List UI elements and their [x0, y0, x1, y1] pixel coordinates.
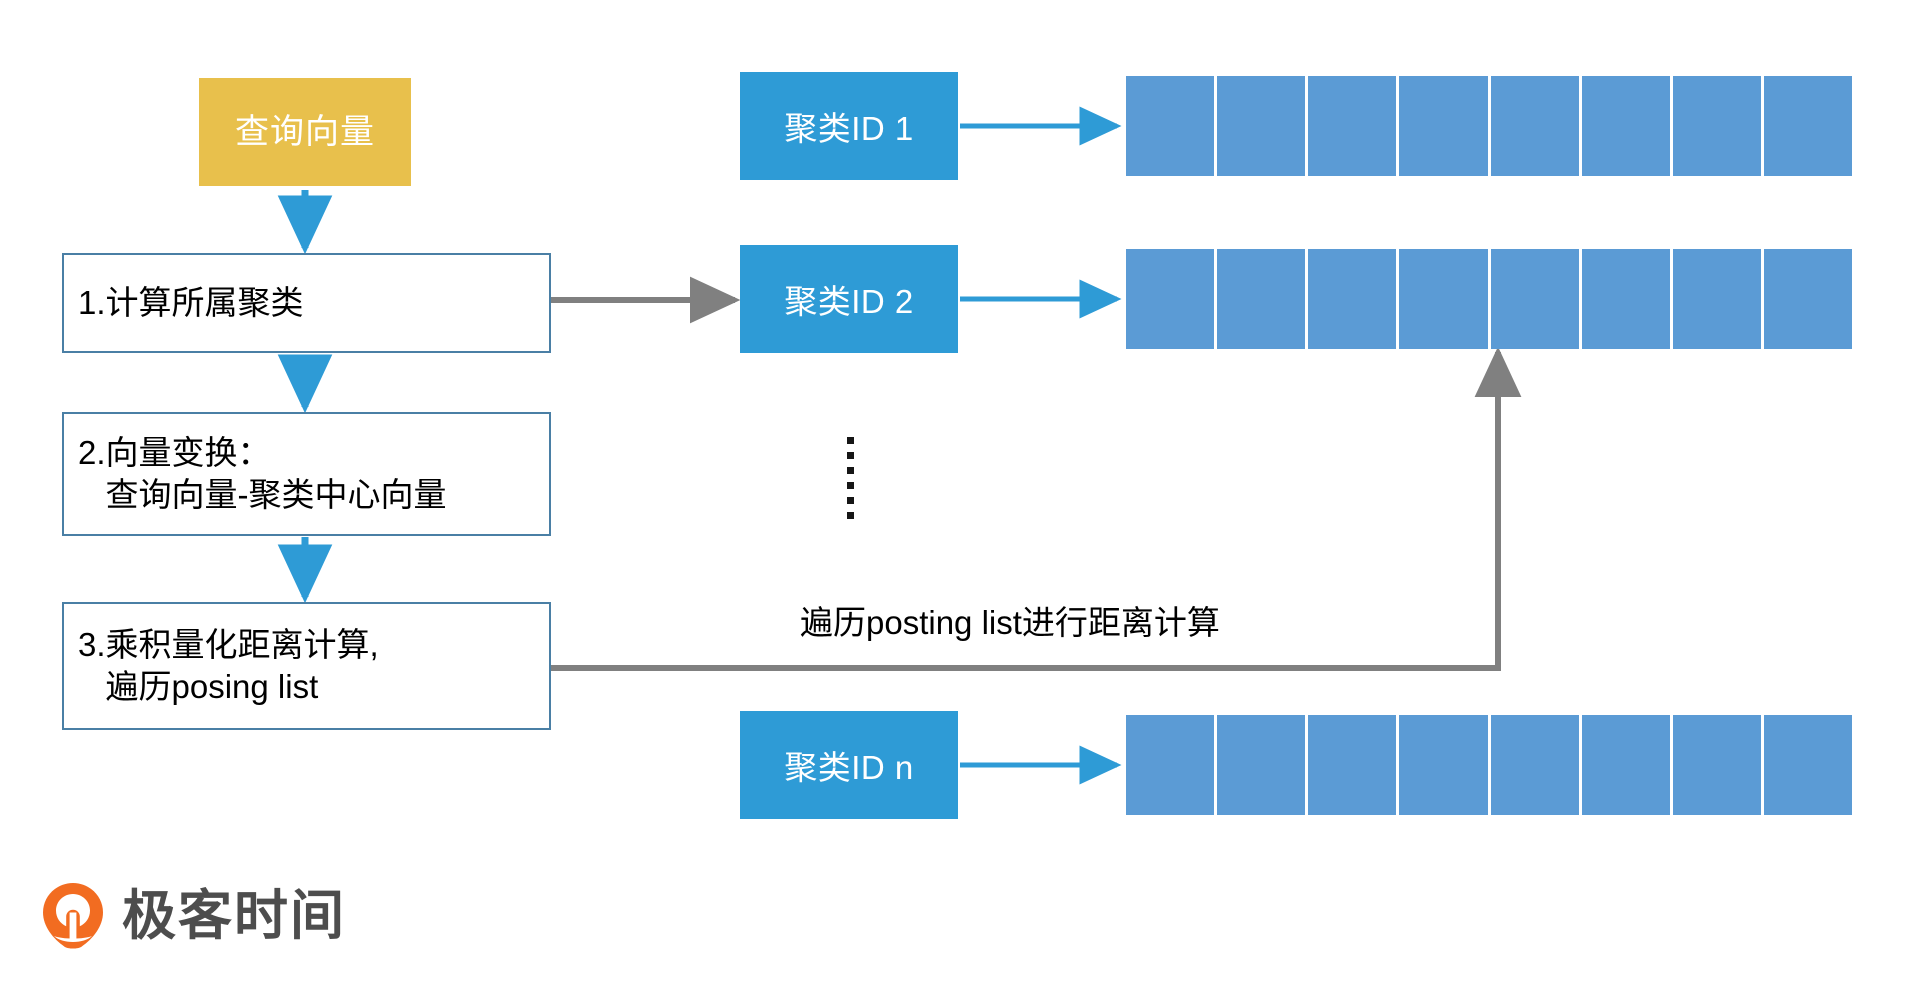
vertical-ellipsis-icon [845, 437, 855, 519]
posting-list-2[interactable] [1126, 249, 1852, 349]
cluster-id-box-2-label: 聚类ID 2 [784, 283, 914, 320]
geekbang-logo-icon [42, 882, 104, 950]
posting-cell[interactable] [1217, 249, 1306, 349]
posting-cell[interactable] [1126, 76, 1215, 176]
cluster-id-box-n-label: 聚类ID n [784, 749, 914, 786]
brand-logo: 极客时间 [42, 882, 346, 950]
ellipsis-dot [846, 512, 854, 519]
step-box-3[interactable]: 3.乘积量化距离计算, 遍历posing list [62, 602, 551, 730]
posting-list-n[interactable] [1126, 715, 1852, 815]
posting-cell[interactable] [1581, 715, 1670, 815]
ellipsis-dot [846, 437, 854, 444]
posting-cell[interactable] [1672, 715, 1761, 815]
posting-cell[interactable] [1672, 249, 1761, 349]
posting-cell[interactable] [1581, 76, 1670, 176]
step-box-1-label: 1.计算所属聚类 [78, 283, 304, 321]
cluster-id-box-1[interactable]: 聚类ID 1 [740, 72, 958, 180]
step-box-2-label: 2.向量变换： 查询向量-聚类中心向量 [78, 433, 447, 513]
posting-list-1[interactable] [1126, 76, 1852, 176]
posting-cell[interactable] [1308, 76, 1397, 176]
brand-name: 极客时间 [122, 886, 346, 946]
ellipsis-dot [846, 497, 854, 504]
posting-cell[interactable] [1399, 249, 1488, 349]
ellipsis-dot [846, 482, 854, 489]
step-box-3-label: 3.乘积量化距离计算, 遍历posing list [78, 625, 379, 705]
posting-cell[interactable] [1126, 249, 1215, 349]
posting-cell[interactable] [1217, 715, 1306, 815]
query-vector-box[interactable]: 查询向量 [199, 78, 411, 186]
posting-cell[interactable] [1308, 249, 1397, 349]
posting-cell[interactable] [1490, 249, 1579, 349]
ellipsis-dot [846, 467, 854, 474]
posting-cell[interactable] [1672, 76, 1761, 176]
posting-cell[interactable] [1399, 715, 1488, 815]
posting-cell[interactable] [1581, 249, 1670, 349]
query-vector-label: 查询向量 [235, 112, 375, 151]
posting-cell[interactable] [1490, 76, 1579, 176]
posting-cell[interactable] [1126, 715, 1215, 815]
posting-cell[interactable] [1763, 715, 1852, 815]
cluster-id-box-1-label: 聚类ID 1 [784, 110, 914, 147]
posting-cell[interactable] [1399, 76, 1488, 176]
traverse-posting-list-label: 遍历posting list进行距离计算 [800, 604, 1220, 641]
cluster-id-box-2[interactable]: 聚类ID 2 [740, 245, 958, 353]
step-box-1[interactable]: 1.计算所属聚类 [62, 253, 551, 353]
posting-cell[interactable] [1763, 249, 1852, 349]
posting-cell[interactable] [1490, 715, 1579, 815]
posting-cell[interactable] [1763, 76, 1852, 176]
posting-cell[interactable] [1308, 715, 1397, 815]
cluster-id-box-n[interactable]: 聚类ID n [740, 711, 958, 819]
step-box-2[interactable]: 2.向量变换： 查询向量-聚类中心向量 [62, 412, 551, 536]
ellipsis-dot [846, 452, 854, 459]
posting-cell[interactable] [1217, 76, 1306, 176]
